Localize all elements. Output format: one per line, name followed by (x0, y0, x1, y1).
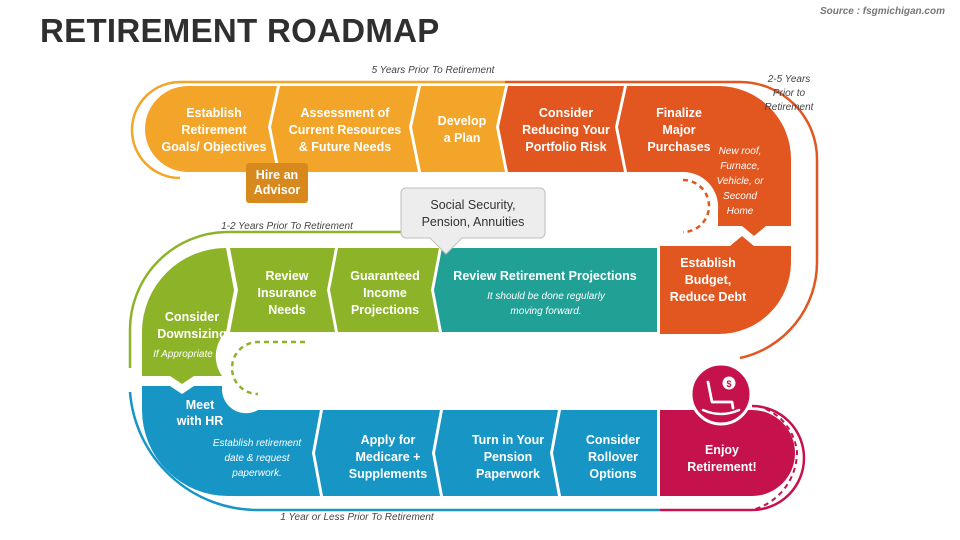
step-label-risk-2: Reducing Your (522, 123, 610, 137)
guaranteed-label-1: Guaranteed (350, 269, 419, 283)
left-outer-outline-green (128, 230, 227, 368)
purchases-note-3: Vehicle, or (717, 176, 765, 187)
callout-text-1: Social Security, (430, 198, 515, 212)
dollar-icon: $ (726, 379, 731, 389)
meet-hr-label-1: Meet (186, 398, 215, 412)
budget-label-1: Establish (680, 256, 736, 270)
step-label-goals-3: Goals/ Objectives (162, 140, 267, 154)
step-label-assessment-3: & Future Needs (299, 140, 391, 154)
medicare-label-2: Medicare + (356, 450, 421, 464)
segment-finalize-purchases (618, 86, 791, 236)
rollover-label-1: Consider (586, 433, 640, 447)
step-label-develop-1: Develop (438, 114, 487, 128)
phase-label-2-5-years-line1: 2-5 Years (767, 74, 811, 85)
hire-advisor-box (246, 163, 308, 203)
segment-rollover-options (553, 410, 657, 496)
row1-left-outline (130, 80, 740, 180)
phase-label-2-5-years-line3: Retirement (765, 102, 815, 113)
purchases-note-2: Furnace, (720, 161, 759, 172)
segment-develop-plan (412, 86, 505, 172)
segment-establish-goals (145, 86, 277, 172)
segment-review-insurance (230, 248, 335, 332)
right-outer-outline-lower (739, 160, 819, 360)
step-label-assessment-2: Current Resources (289, 123, 402, 137)
enjoy-label-1: Enjoy (705, 443, 739, 457)
step-label-purchases-1: Finalize (656, 106, 702, 120)
step-label-goals-1: Establish (186, 106, 242, 120)
segment-establish-budget (660, 236, 791, 335)
insurance-label-1: Review (265, 269, 308, 283)
insurance-label-3: Needs (268, 303, 306, 317)
review-projections-title: Review Retirement Projections (453, 269, 636, 283)
guaranteed-label-3: Projections (351, 303, 419, 317)
segment-assessment (271, 86, 418, 172)
end-dashed-crimson (751, 405, 799, 511)
budget-label-3: Reduce Debt (670, 290, 747, 304)
step-label-risk-1: Consider (539, 106, 593, 120)
meet-hr-note-3: paperwork. (231, 468, 281, 479)
phase-label-5-years: 5 Years Prior To Retirement (372, 65, 496, 76)
purchases-note-5: Home (727, 206, 754, 217)
meet-hr-label-2: with HR (176, 414, 224, 428)
source-credit: Source : fsgmichigan.com (819, 6, 945, 17)
right-outer-outline (739, 80, 819, 161)
left-outer-outline-blue (128, 391, 660, 512)
enjoy-label-2: Retirement! (687, 460, 756, 474)
pension-label-3: Paperwork (476, 467, 540, 481)
inner-dashed-path-2 (230, 340, 305, 396)
review-projections-note-2: moving forward. (510, 306, 581, 317)
rocking-chair-icon (689, 362, 753, 426)
segment-guaranteed-income (330, 248, 439, 332)
purchases-note-1: New roof, (719, 146, 762, 157)
meet-hr-note-1: Establish retirement (213, 438, 303, 449)
step-label-risk-3: Portfolio Risk (525, 140, 606, 154)
callout-text-2: Pension, Annuities (422, 215, 525, 229)
medicare-label-1: Apply for (361, 433, 416, 447)
pension-label-1: Turn in Your (472, 433, 544, 447)
insurance-label-2: Insurance (257, 286, 316, 300)
segment-review-projections (434, 248, 657, 332)
step-label-purchases-3: Purchases (647, 140, 710, 154)
segment-enjoy-retirement (660, 410, 795, 496)
segment-apply-medicare (315, 410, 440, 496)
downsizing-label-1: Consider (165, 310, 219, 324)
meet-hr-note-2: date & request (224, 453, 290, 464)
step-label-develop-2: a Plan (444, 131, 481, 145)
phase-label-2-5-years-line2: Prior to (773, 88, 806, 99)
guaranteed-label-2: Income (363, 286, 407, 300)
phase-label-1-year: 1 Year or Less Prior To Retirement (280, 512, 435, 523)
segment-consider-downsizing (142, 248, 234, 384)
end-outline-crimson (660, 404, 806, 512)
segment-meet-hr (142, 386, 320, 496)
segment-pension-paperwork (435, 410, 558, 496)
medicare-label-3: Supplements (349, 467, 428, 481)
rollover-label-3: Options (589, 467, 636, 481)
step-label-purchases-2: Major (662, 123, 695, 137)
step-label-goals-2: Retirement (181, 123, 247, 137)
review-projections-note-1: It should be done regularly (487, 291, 606, 302)
segment-reduce-risk (499, 86, 624, 172)
inner-dashed-path (682, 178, 711, 234)
purchases-note-4: Second (723, 191, 757, 202)
budget-label-2: Budget, (685, 273, 732, 287)
advisor-label-1: Hire an (256, 168, 298, 182)
advisor-label-2: Advisor (254, 183, 301, 197)
step-label-assessment-1: Assessment of (301, 106, 391, 120)
pension-label-2: Pension (484, 450, 533, 464)
callout-social-security (400, 187, 546, 255)
page-title: RETIREMENT ROADMAP (40, 12, 440, 49)
downsizing-label-2: Downsizing (157, 327, 226, 341)
phase-label-1-2-years: 1-2 Years Prior To Retirement (221, 221, 354, 232)
rollover-label-2: Rollover (588, 450, 638, 464)
downsizing-note: If Appropriate (153, 349, 213, 360)
